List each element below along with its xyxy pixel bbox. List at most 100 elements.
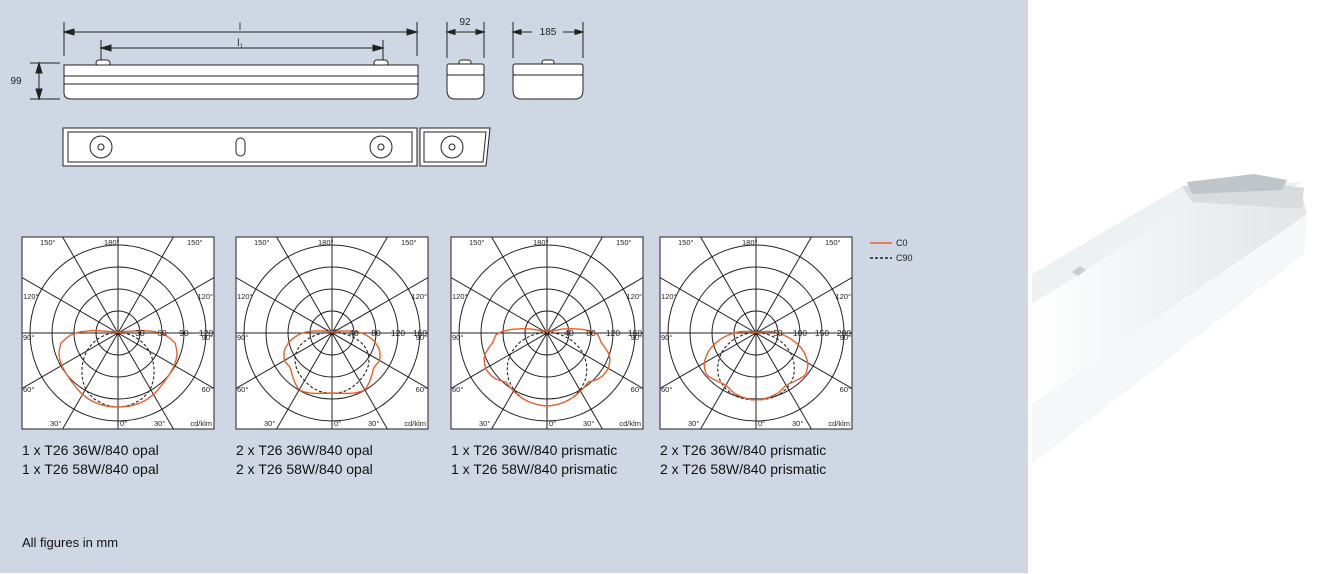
polar-angle-label: 150°: [825, 238, 841, 247]
polar-radial-tick: 40: [564, 328, 574, 338]
polar-unit-label: cd/klm: [404, 419, 426, 428]
polar-radial-tick: 120: [606, 328, 620, 338]
polar-radial-tick: 80: [586, 328, 596, 338]
polar-angle-label: 120°: [197, 292, 213, 301]
polar-curve-c0: [703, 330, 809, 401]
polar-unit-label: cd/klm: [828, 419, 850, 428]
legend-c90-label: C90: [896, 253, 913, 263]
polar-diagram: 150°180°150°120°120°90°90°60°60°30°0°30°…: [235, 236, 429, 430]
caption-line: 1 x T26 36W/840 prismatic: [451, 442, 618, 458]
polar-grid: [236, 237, 428, 429]
polar-angle-label: 150°: [678, 238, 694, 247]
polar-curve-c0: [283, 330, 381, 395]
legend-c0-label: C0: [896, 238, 908, 248]
luminaire-image: [1032, 174, 1307, 464]
polar-angle-label: 90°: [202, 333, 213, 342]
polar-radial-tick: 30: [135, 328, 145, 338]
polar-radial-tick: 80: [371, 328, 381, 338]
polar-radial-tick: 120: [391, 328, 405, 338]
caption-opal-double: 2 x T26 36W/840 opal 2 x T26 58W/840 opa…: [236, 441, 373, 479]
width-wide-label: 185: [540, 27, 557, 38]
polar-grid: [660, 237, 852, 429]
polar-unit-label: cd/klm: [619, 419, 641, 428]
polar-angle-label: 90°: [416, 333, 427, 342]
length-label: l: [239, 22, 241, 33]
polar-angle-label: 90°: [452, 333, 463, 342]
polar-angle-label: 60°: [631, 385, 642, 394]
polar-angle-label: 150°: [40, 238, 56, 247]
polar-radial-tick: 90: [179, 328, 189, 338]
polar-angle-label: 30°: [792, 419, 803, 428]
polar-angle-label: 60°: [661, 385, 672, 394]
polar-angle-label: 120°: [626, 292, 642, 301]
dimension-drawings: l l1 99 92 185: [10, 17, 585, 167]
polar-angle-label: 30°: [583, 419, 594, 428]
polar-radial-tick: 40: [349, 328, 359, 338]
caption-line: 1 x T26 58W/840 prismatic: [451, 461, 618, 477]
polar-radial-tick: 100: [793, 328, 807, 338]
polar-radial-tick: 150: [815, 328, 829, 338]
polar-angle-label: 30°: [154, 419, 165, 428]
polar-angle-label: 60°: [416, 385, 427, 394]
polar-grid: [22, 237, 214, 429]
polar-angle-label: 30°: [50, 419, 61, 428]
polar-angle-label: 120°: [452, 292, 468, 301]
caption-line: 1 x T26 58W/840 opal: [22, 461, 159, 477]
polar-radial-tick: 120: [199, 328, 213, 338]
height-label: 99: [10, 76, 22, 87]
polar-radial-tick: 60: [157, 328, 167, 338]
polar-radial-tick: 160: [413, 328, 427, 338]
polar-angle-label: 0°: [758, 419, 765, 428]
polar-angle-label: 150°: [254, 238, 270, 247]
polar-angle-label: 0°: [120, 419, 127, 428]
polar-curve-c0: [58, 329, 178, 408]
polar-angle-label: 90°: [840, 333, 851, 342]
polar-angle-label: 60°: [452, 385, 463, 394]
caption-prismatic-double: 2 x T26 36W/840 prismatic 2 x T26 58W/84…: [660, 441, 826, 479]
caption-line: 2 x T26 36W/840 prismatic: [660, 442, 827, 458]
polar-radial-tick: 200: [837, 328, 851, 338]
polar-angle-label: 120°: [237, 292, 253, 301]
polar-angle-label: 90°: [661, 333, 672, 342]
width-narrow-label: 92: [459, 17, 471, 28]
polar-angle-label: 120°: [411, 292, 427, 301]
polar-angle-label: 150°: [616, 238, 632, 247]
polar-angle-label: 90°: [23, 333, 34, 342]
polar-diagram: 150°180°150°120°120°90°90°60°60°30°0°30°…: [21, 236, 215, 430]
inner-length-label: l1: [237, 38, 243, 50]
polar-radial-tick: 50: [773, 328, 783, 338]
footnote: All figures in mm: [22, 535, 119, 550]
caption-prismatic-single: 1 x T26 36W/840 prismatic 1 x T26 58W/84…: [451, 441, 617, 479]
polar-curve-c0: [483, 327, 611, 407]
polar-grid: [451, 237, 643, 429]
polar-angle-label: 0°: [334, 419, 341, 428]
polar-angle-label: 180°: [742, 238, 758, 247]
caption-line: 2 x T26 58W/840 opal: [236, 461, 373, 477]
polar-angle-label: 0°: [549, 419, 556, 428]
polar-angle-label: 180°: [533, 238, 549, 247]
polar-angle-label: 150°: [401, 238, 417, 247]
polar-angle-label: 150°: [469, 238, 485, 247]
polar-angle-label: 30°: [479, 419, 490, 428]
polar-radial-tick: 160: [628, 328, 642, 338]
polar-angle-label: 60°: [23, 385, 34, 394]
polar-angle-label: 90°: [631, 333, 642, 342]
caption-line: 2 x T26 36W/840 opal: [236, 442, 373, 458]
polar-angle-label: 30°: [368, 419, 379, 428]
polar-diagram: 150°180°150°120°120°90°90°60°60°30°0°30°…: [659, 236, 853, 430]
polar-angle-label: 60°: [840, 385, 851, 394]
polar-diagram: 150° 180° 150° 120° 120° 90° 90° 60° 60° 30° 0° 30°…: [450, 236, 644, 430]
polar-angle-label: 120°: [23, 292, 39, 301]
polar-angle-label: 30°: [688, 419, 699, 428]
polar-curve-c90: [294, 329, 370, 394]
polar-angle-label: 90°: [237, 333, 248, 342]
legend: C0 C90: [870, 238, 913, 263]
polar-diagrams: 150° 180° 150° 120° 120° 90° 90° 60° 60° 30° 0° 30°…: [21, 236, 853, 430]
polar-angle-label: 60°: [237, 385, 248, 394]
polar-angle-label: 180°: [104, 238, 120, 247]
caption-opal-single: 1 x T26 36W/840 opal 1 x T26 58W/840 opa…: [22, 441, 159, 479]
caption-line: 2 x T26 58W/840 prismatic: [660, 461, 827, 477]
polar-angle-label: 150°: [187, 238, 203, 247]
product-photo: [1032, 4, 1338, 569]
polar-angle-label: 120°: [835, 292, 851, 301]
